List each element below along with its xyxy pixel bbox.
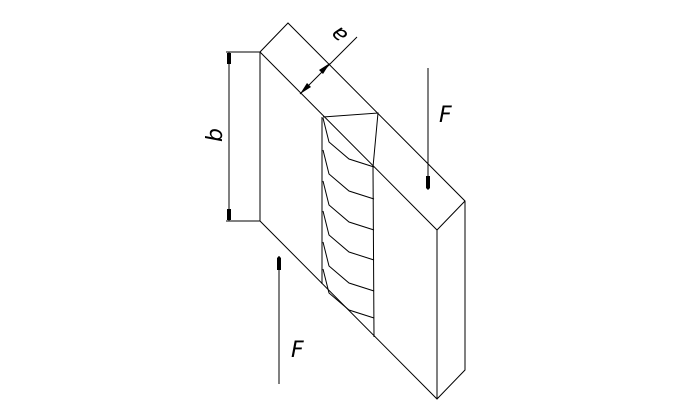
force-arrow-top: F [426, 68, 452, 190]
arrow-icon [227, 209, 231, 220]
dim-a-label: a [326, 21, 353, 48]
force-bottom-label: F [291, 338, 304, 363]
fillet-weld [321, 112, 379, 338]
weld-ripple-line [322, 268, 375, 319]
weld-ripple-line [322, 149, 375, 200]
weld-ripple-line [322, 210, 375, 261]
arrow-icon [227, 53, 231, 64]
arrow-up-icon [277, 256, 281, 270]
weld-ripple-line [322, 180, 375, 231]
force-arrow-bottom: F [277, 256, 304, 384]
weld-ripple-line [322, 117, 375, 168]
arrow-icon [319, 63, 330, 74]
arrow-icon [300, 83, 311, 94]
weld-ripple-line [322, 241, 375, 292]
dimension-b: b [203, 51, 260, 222]
dim-b-label: b [203, 128, 228, 142]
force-top-label: F [439, 103, 452, 128]
arrow-down-icon [426, 176, 430, 190]
dimension-a: a [299, 21, 358, 95]
